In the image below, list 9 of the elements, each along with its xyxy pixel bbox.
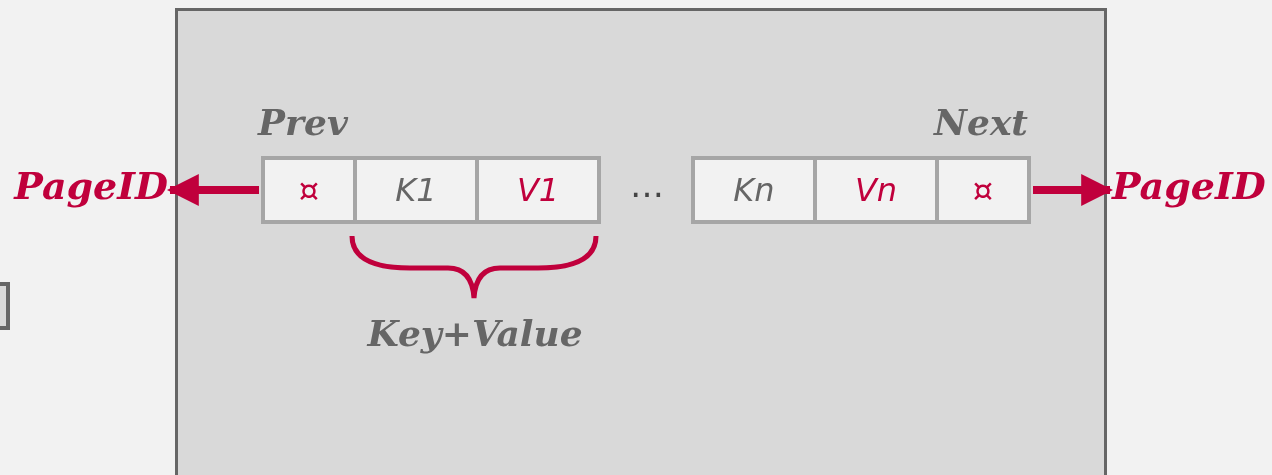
page-id-label: PageID	[8, 158, 168, 214]
page-id-label: PageID	[1112, 158, 1272, 214]
field-label: Prev	[258, 101, 348, 143]
arrow	[1033, 174, 1114, 206]
ellipsis: …	[629, 164, 665, 207]
field-label: Next	[932, 101, 1028, 143]
arrow	[166, 174, 259, 206]
group-label: Key+Value	[365, 311, 584, 356]
page-box	[175, 8, 1107, 475]
